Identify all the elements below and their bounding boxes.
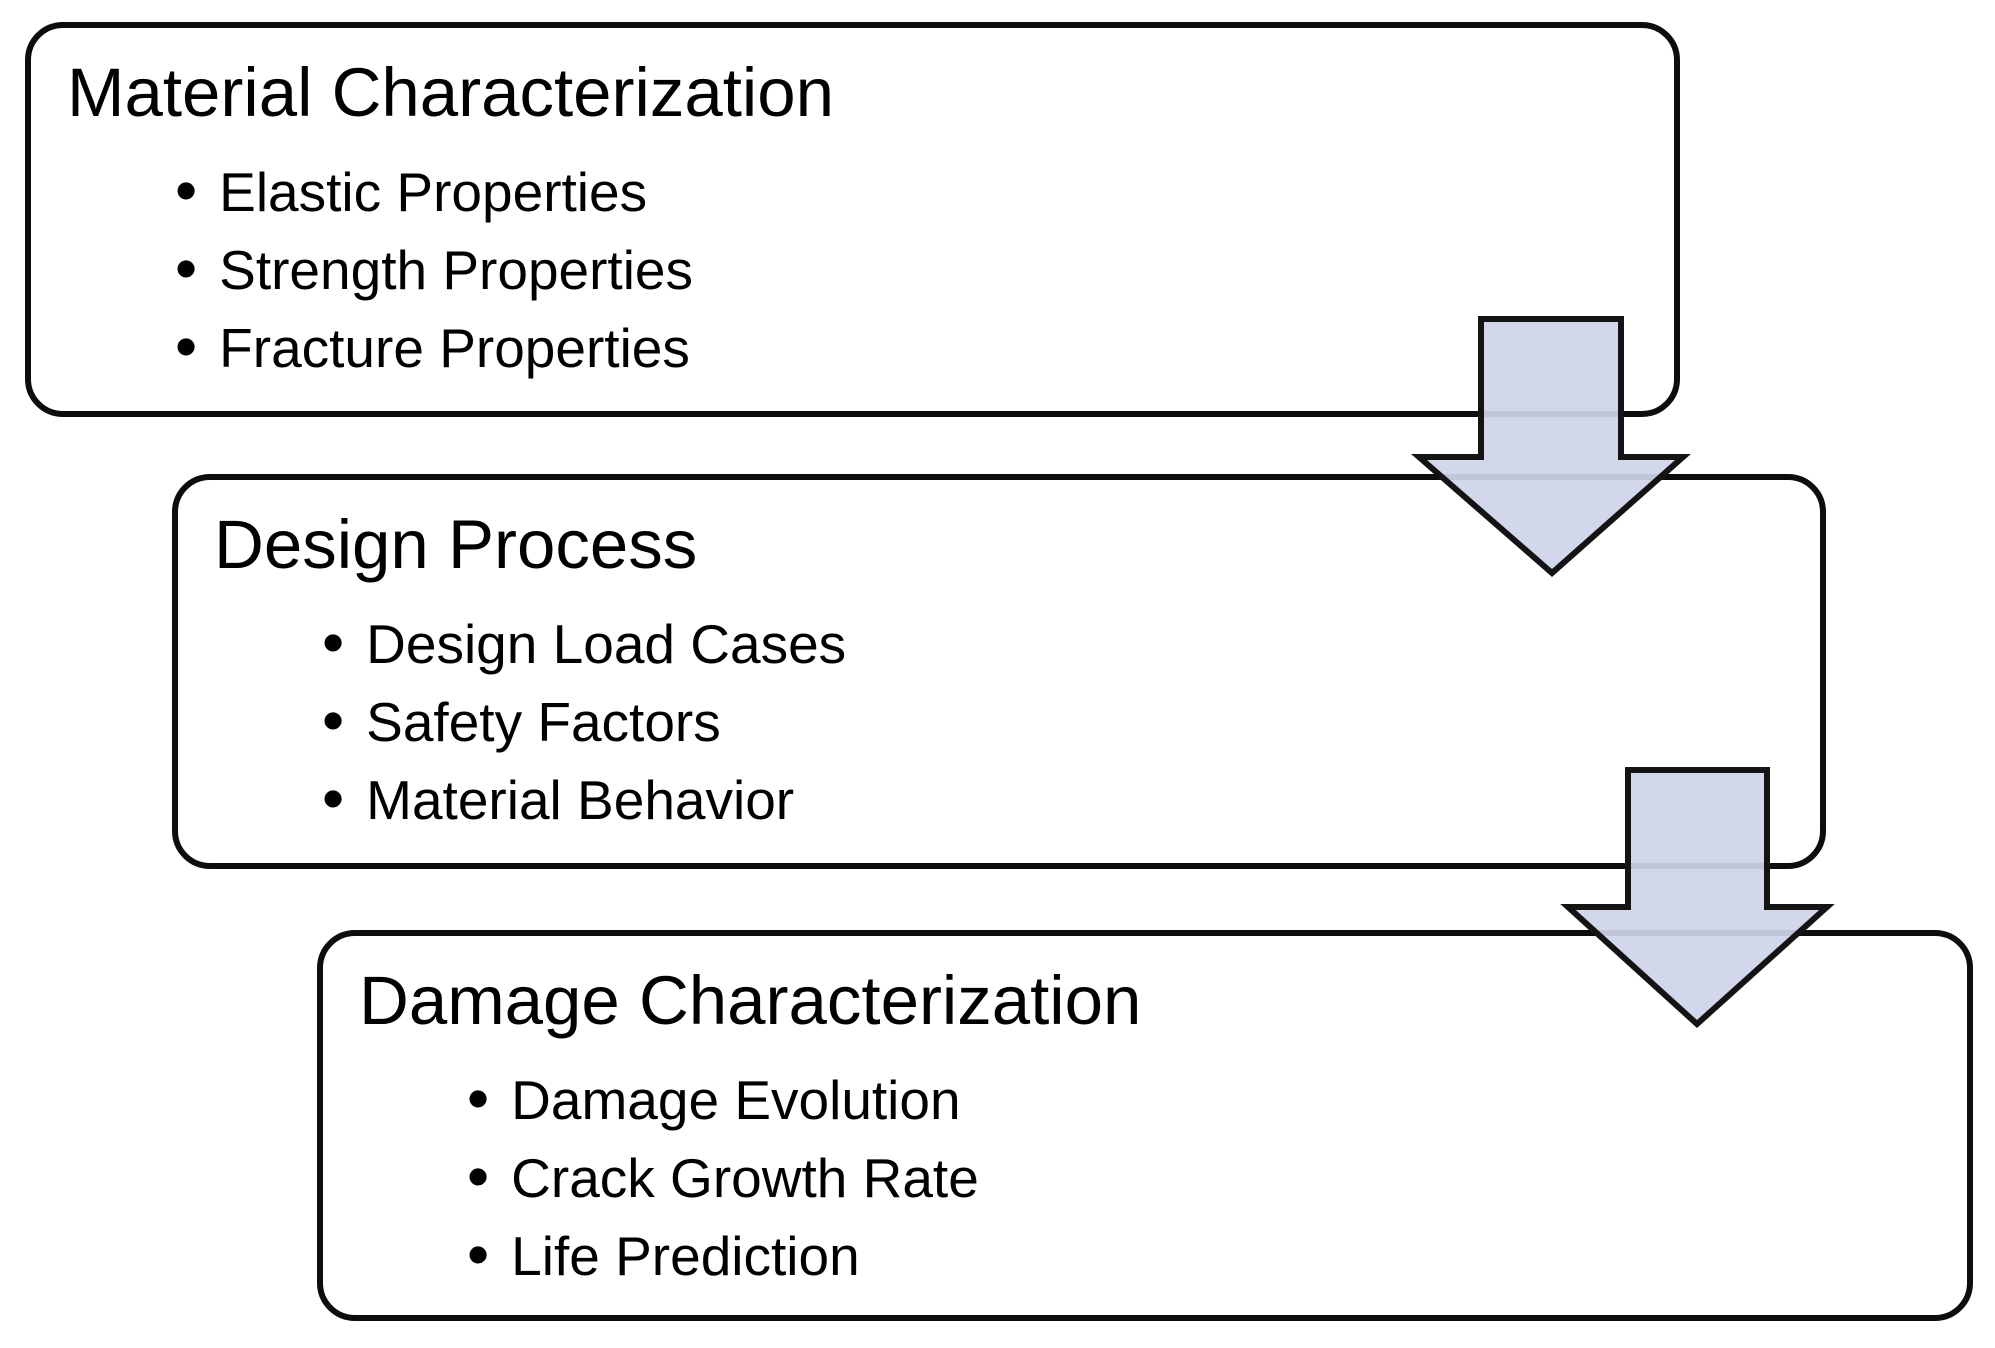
box-title: Damage Characterization bbox=[359, 962, 1142, 1039]
bullet-list: • Design Load Cases • Safety Factors • M… bbox=[178, 605, 1820, 839]
box-damage-characterization: Damage Characterization • Damage Evoluti… bbox=[317, 930, 1973, 1321]
list-item: • Life Prediction bbox=[467, 1217, 1967, 1295]
bullet-icon: • bbox=[322, 608, 345, 678]
bullet-label: Safety Factors bbox=[366, 691, 721, 753]
bullet-label: Design Load Cases bbox=[366, 613, 847, 675]
bullet-label: Material Behavior bbox=[366, 769, 795, 831]
bullet-icon: • bbox=[175, 156, 198, 226]
list-item: • Crack Growth Rate bbox=[467, 1139, 1967, 1217]
list-item: • Safety Factors bbox=[322, 683, 1820, 761]
box-design-process: Design Process • Design Load Cases • Saf… bbox=[172, 474, 1826, 869]
bullet-list: • Damage Evolution • Crack Growth Rate •… bbox=[323, 1061, 1967, 1295]
bullet-icon: • bbox=[175, 312, 198, 382]
list-item: • Damage Evolution bbox=[467, 1061, 1967, 1139]
bullet-label: Damage Evolution bbox=[511, 1069, 961, 1131]
bullet-label: Crack Growth Rate bbox=[511, 1147, 979, 1209]
bullet-label: Life Prediction bbox=[511, 1225, 860, 1287]
bullet-label: Fracture Properties bbox=[219, 317, 690, 379]
bullet-icon: • bbox=[322, 686, 345, 756]
bullet-label: Strength Properties bbox=[219, 239, 694, 301]
list-item: • Material Behavior bbox=[322, 761, 1820, 839]
box-title: Design Process bbox=[214, 506, 698, 583]
bullet-icon: • bbox=[467, 1142, 490, 1212]
list-item: • Fracture Properties bbox=[175, 309, 1674, 387]
bullet-icon: • bbox=[322, 764, 345, 834]
bullet-icon: • bbox=[467, 1220, 490, 1290]
list-item: • Design Load Cases bbox=[322, 605, 1820, 683]
bullet-list: • Elastic Properties • Strength Properti… bbox=[31, 153, 1674, 387]
bullet-icon: • bbox=[175, 234, 198, 304]
list-item: • Elastic Properties bbox=[175, 153, 1674, 231]
box-title: Material Characterization bbox=[67, 54, 834, 131]
box-material-characterization: Material Characterization • Elastic Prop… bbox=[25, 22, 1680, 417]
bullet-label: Elastic Properties bbox=[219, 161, 648, 223]
list-item: • Strength Properties bbox=[175, 231, 1674, 309]
bullet-icon: • bbox=[467, 1064, 490, 1134]
